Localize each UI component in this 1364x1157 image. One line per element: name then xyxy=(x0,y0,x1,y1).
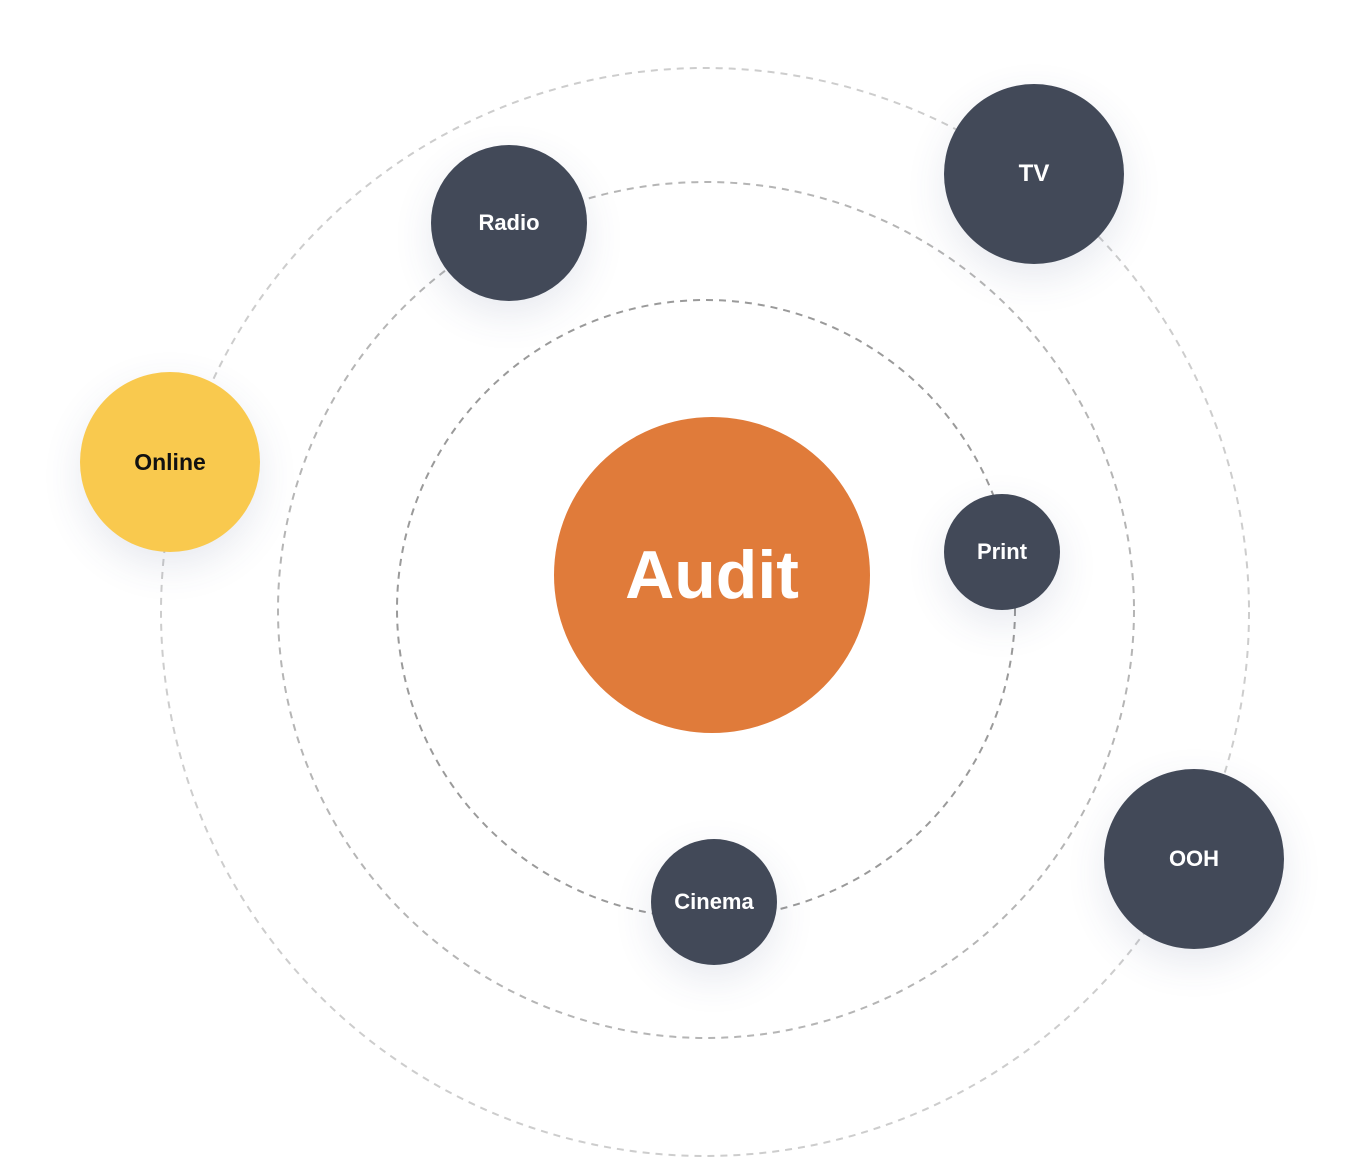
channel-tv: TV xyxy=(944,84,1124,264)
channel-print: Print xyxy=(944,494,1060,610)
channel-label: OOH xyxy=(1168,846,1220,871)
channel-radio: Radio xyxy=(431,145,587,301)
channel-label: TV xyxy=(1018,160,1050,187)
channel-label: Print xyxy=(976,539,1028,564)
channel-online: Online xyxy=(80,372,260,552)
channel-label: Online xyxy=(134,448,206,475)
audit-label: Audit xyxy=(625,537,799,613)
channel-label: Cinema xyxy=(674,889,754,914)
orbit-middle xyxy=(277,181,1135,1039)
audit-node: Audit xyxy=(554,417,870,733)
channel-label: Radio xyxy=(478,210,540,235)
orbit-outer xyxy=(160,67,1250,1157)
channel-cinema: Cinema xyxy=(651,839,777,965)
channel-ooh: OOH xyxy=(1104,769,1284,949)
